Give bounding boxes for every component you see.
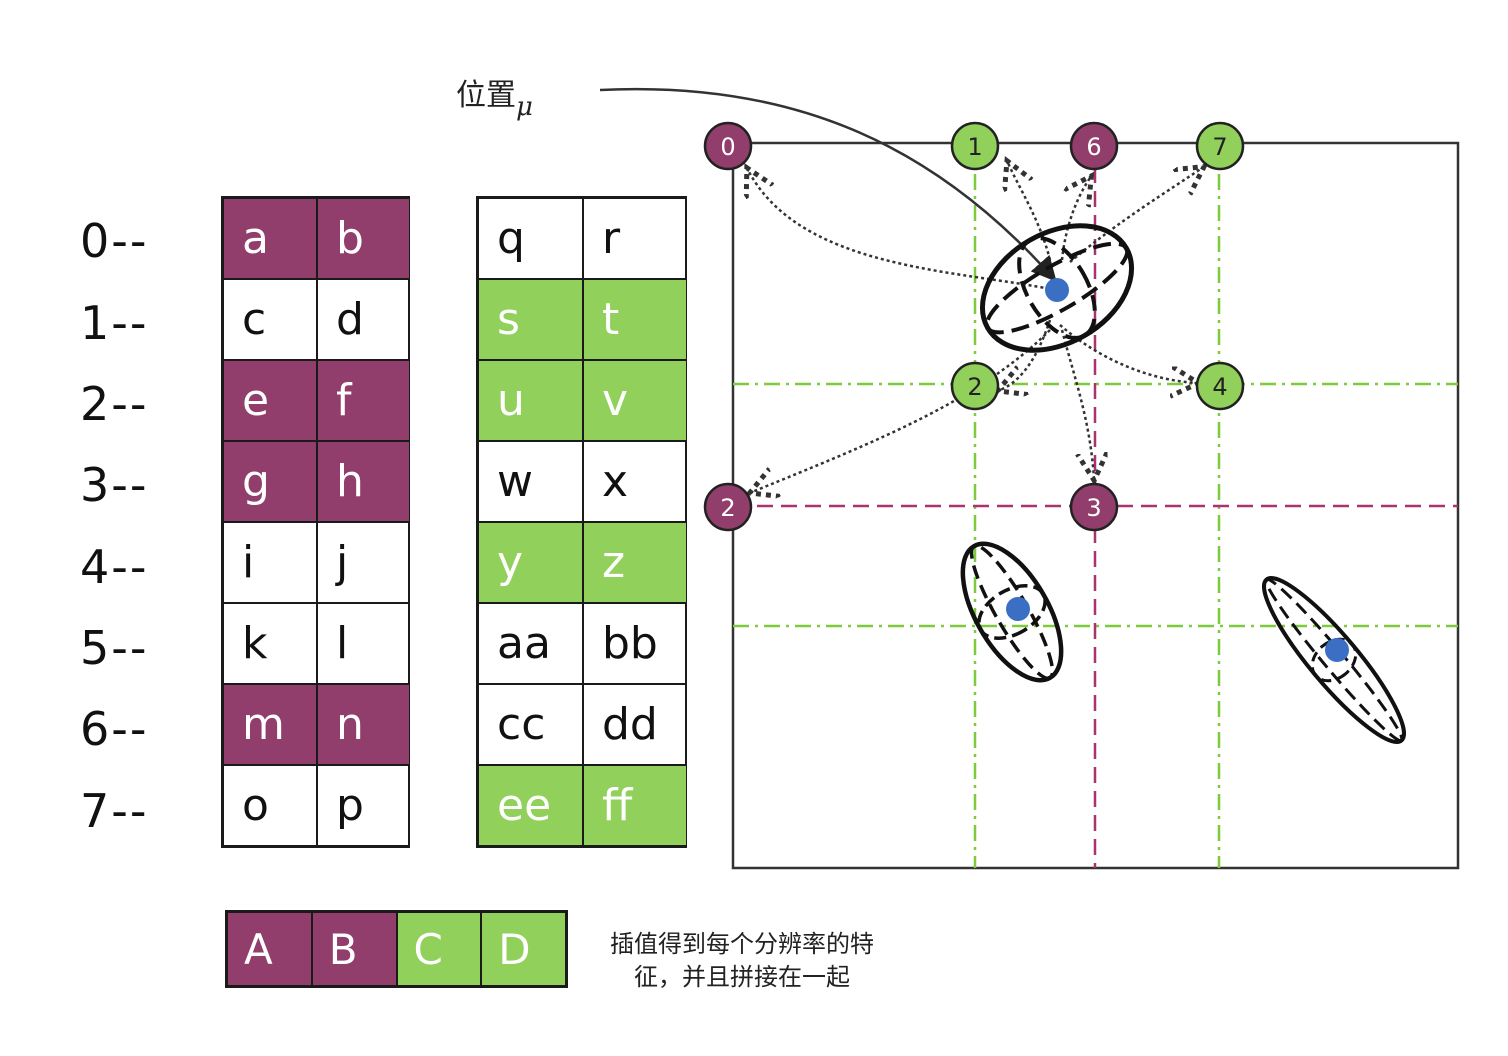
feature-cell: r [583,198,687,279]
feature-cell: bb [583,603,687,684]
feature-cell: h [317,441,410,522]
grid-nodes: 0 1 6 7 2 4 2 3 [703,121,1245,532]
combined-feature-cell: B [311,912,397,986]
feature-cell: i [223,522,317,603]
combined-feature-cell: A [227,912,312,986]
grid-node-label: 3 [1086,494,1101,522]
position-pointer-arrow [599,87,1057,282]
feature-cell: z [583,522,687,603]
caption-line-1: 插值得到每个分辨率的特 [610,930,874,958]
feature-cell: cc [478,684,583,765]
feature-cell: m [223,684,317,765]
row-label: 2-- [80,377,149,431]
grid-node-label: 6 [1086,133,1101,161]
feature-cell: p [317,765,410,846]
row-label: 0-- [80,214,149,268]
mu-symbol: μ [516,92,533,122]
feature-cell: s [478,279,583,360]
feature-cell: aa [478,603,583,684]
feature-cell: b [317,198,410,279]
feature-cell: f [317,360,410,441]
combined-feature-cell: D [481,912,566,986]
grid-node-magenta: 2 [703,482,753,532]
interpolation-caption: 插值得到每个分辨率的特 征，并且拼接在一起 [592,928,892,994]
feature-cell: g [223,441,317,522]
row-label: 5-- [80,621,149,675]
grid-node-green: 4 [1195,361,1245,411]
combined-feature-cell: C [396,912,482,986]
feature-cell: n [317,684,410,765]
feature-cell: w [478,441,583,522]
feature-cell: o [223,765,317,846]
feature-cell: dd [583,684,687,765]
feature-cell: x [583,441,687,522]
grid-node-green: 1 [950,121,1000,171]
grid-node-magenta: 0 [703,121,753,171]
row-label: 7-- [80,784,149,838]
feature-cell: ee [478,765,583,846]
feature-cell: l [317,603,410,684]
grid-node-magenta: 6 [1069,121,1119,171]
gaussian-ellipsoid-1 [979,223,1135,353]
gaussian-center-1 [1045,278,1069,302]
row-label: 4-- [80,540,149,594]
grid-node-label: 7 [1212,133,1227,161]
feature-cell: t [583,279,687,360]
grid-node-label: 2 [967,373,982,401]
feature-cell: j [317,522,410,603]
gaussian-center-3 [1325,638,1349,662]
gaussian-center-2 [1006,597,1030,621]
row-label: 3-- [80,458,149,512]
grid-node-label: 4 [1212,373,1227,401]
feature-cell: v [583,360,687,441]
grid-node-label: 0 [720,133,735,161]
grid-node-green: 2 [950,361,1000,411]
feature-cell: d [317,279,410,360]
feature-cell: ff [583,765,687,846]
row-label: 6-- [80,702,149,756]
caption-line-2: 征，并且拼接在一起 [634,963,850,991]
position-label: 位置μ [456,70,533,122]
grid-node-label: 2 [720,494,735,522]
gaussian-centers [1006,278,1349,662]
feature-cell: c [223,279,317,360]
feature-cell: a [223,198,317,279]
row-label: 1-- [80,296,149,350]
grid-node-green: 7 [1195,121,1245,171]
position-label-text: 位置 [456,78,516,113]
feature-cell: k [223,603,317,684]
feature-cell: y [478,522,583,603]
feature-cell: q [478,198,583,279]
grid-node-label: 1 [967,133,982,161]
feature-cell: u [478,360,583,441]
feature-cell: e [223,360,317,441]
grid-node-magenta: 3 [1069,482,1119,532]
